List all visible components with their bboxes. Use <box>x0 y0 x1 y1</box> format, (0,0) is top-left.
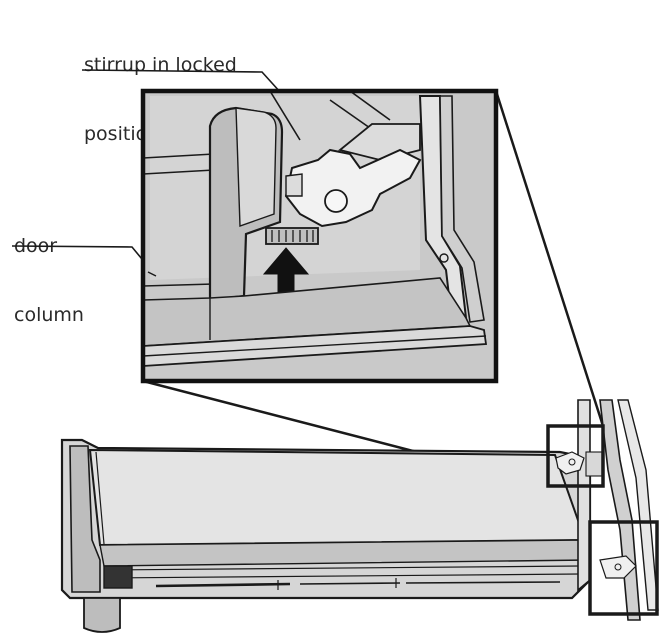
door-leader-line <box>11 245 157 277</box>
zoom-inset <box>140 88 499 384</box>
highlight-box-upper-hinge <box>546 424 605 488</box>
oven-door-overview <box>60 399 659 633</box>
grip-pad <box>265 227 319 245</box>
handle-block-icon <box>103 565 133 589</box>
callout-stirrup-line2: position <box>84 123 160 145</box>
callout-door-line2: column <box>14 304 84 326</box>
zoom-projection-line-top <box>494 90 605 427</box>
highlight-box-lower-hinge <box>588 520 659 616</box>
zoom-inset-frame <box>140 88 499 384</box>
stirrup-latch-icon <box>555 451 603 477</box>
